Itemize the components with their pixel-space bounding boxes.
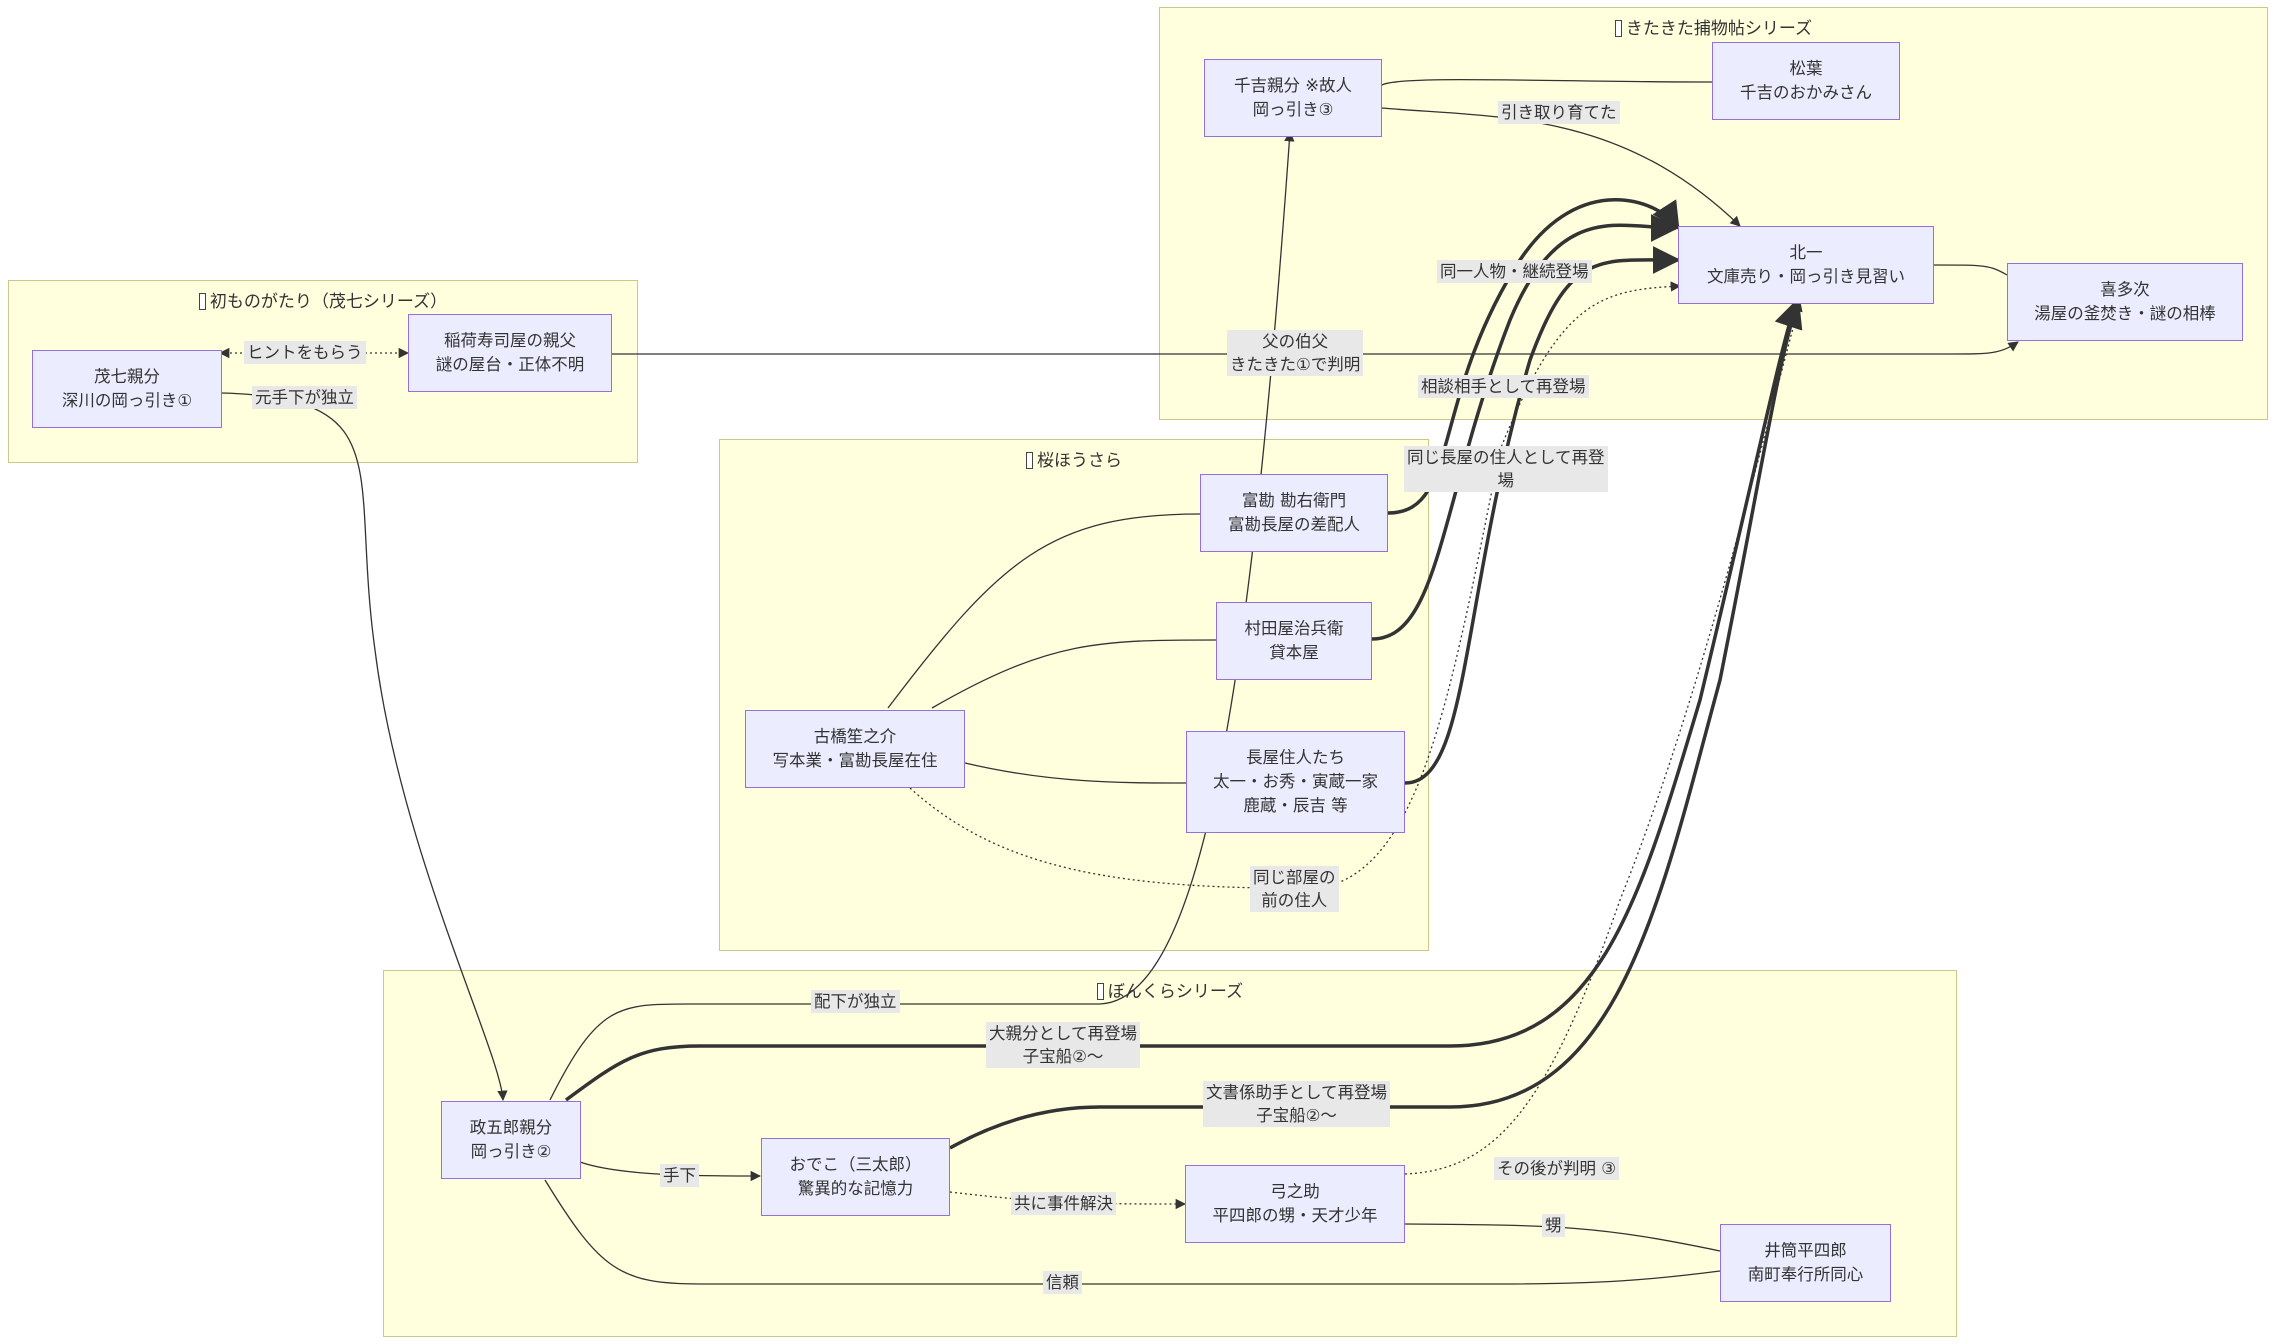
node-line: 貸本屋 [1269,643,1319,662]
node-line: 千吉親分 ※故人 [1233,76,1353,95]
edge-oi [1404,1223,1721,1252]
cluster-glyph-icon [1096,983,1104,1000]
cluster-title: 初ものがたり（茂七シリーズ） [209,292,448,312]
edge-label-bunsho: 文書係助手として再登場 子宝船②〜 [1203,1081,1391,1127]
cluster-glyph-icon [1614,20,1622,37]
node-line: 井筒平四郎 [1764,1241,1847,1260]
edge-label-doitsu: 同一人物・継続登場 [1437,260,1592,283]
node-line: 鹿蔵・辰吉 等 [1243,796,1348,815]
edge-kasa-tomikan [887,513,1201,709]
edge-label-ojioya: 父の伯父 きたきた①で判明 [1227,330,1364,376]
edge-tomoni [949,1191,1187,1210]
edge-label-line: 子宝船②〜 [1022,1047,1104,1066]
edge-kitaji [1933,264,2008,276]
node-line: 写本業・富勘長屋在住 [772,751,938,770]
edge-sonogo [1404,300,1803,1175]
edge-label-shinrai: 信頼 [1043,1271,1082,1294]
node-senkichi[interactable]: 千吉親分 ※故人 岡っ引き③ [1204,59,1382,137]
node-line: 喜多次 [2100,280,2150,299]
edge-label-sonogo: その後が判明 ③ [1494,1157,1620,1180]
node-line: 長屋住人たち [1246,748,1345,767]
edge-kasa-nagaya [964,762,1187,784]
edge-motote [221,392,508,1102]
edge-label-hint: ヒントをもらう [244,341,366,364]
node-line: 古橋笙之介 [813,727,897,746]
edge-hikitori [1381,107,1741,227]
node-line: 村田屋治兵衛 [1244,619,1344,638]
edge-label-line: 同じ長屋の住人として再登 [1407,448,1605,467]
node-line: 驚異的な記憶力 [797,1179,914,1198]
edge-soudan [1371,213,1679,641]
edge-label-hikitori: 引き取り育てた [1498,101,1620,124]
edge-shinrai [544,1179,1721,1285]
edge-label-tomoni: 共に事件解決 [1011,1192,1116,1215]
cluster-glyph-icon [1026,452,1033,469]
edge-onaji-heya [909,281,1682,889]
edge-label-line: 同じ部屋の [1253,868,1336,887]
node-kitaichi[interactable]: 北一 文庫売り・岡っ引き見習い [1678,226,1934,304]
node-line: 太一・お秀・寅蔵一家 [1213,772,1378,791]
edge-matsuba [1381,78,1713,86]
node-masagoro[interactable]: 政五郎親分 岡っ引き② [441,1101,581,1179]
node-tomikan[interactable]: 富勘 勘右衛門 富勘長屋の差配人 [1200,474,1388,552]
edge-label-motote: 元手下が独立 [252,386,357,409]
edge-label-line: 大親分として再登場 [989,1024,1138,1043]
edge-label-line: 前の住人 [1261,891,1328,910]
node-line: 稲荷寿司屋の親父 [444,331,576,350]
node-line: 茂七親分 [94,367,160,386]
edge-label-teshita: 手下 [660,1164,699,1187]
cluster-bonkura: ぼんくらシリーズ [383,970,1957,1337]
node-kitaji[interactable]: 喜多次 湯屋の釜焚き・謎の相棒 [2007,263,2243,341]
node-murataya[interactable]: 村田屋治兵衛 貸本屋 [1216,602,1372,680]
edge-kasa-murataya [931,639,1217,709]
node-line: 謎の屋台・正体不明 [435,355,585,374]
edge-label-haika: 配下が独立 [811,990,900,1013]
edge-bunsho [949,299,1803,1150]
node-line: 富勘 勘右衛門 [1241,491,1347,510]
node-heishiro[interactable]: 井筒平四郎 南町奉行所同心 [1720,1224,1891,1302]
edge-ojioya [612,341,2019,355]
node-line: 平四郎の甥・天才少年 [1212,1206,1378,1225]
edge-label-oooyabun: 大親分として再登場 子宝船②〜 [986,1022,1141,1068]
node-line: 政五郎親分 [469,1118,553,1137]
edge-oooyabun [564,299,1802,1102]
edge-label-line: 文書係助手として再登場 [1206,1083,1388,1102]
node-nagaya[interactable]: 長屋住人たち 太一・お秀・寅蔵一家 鹿蔵・辰吉 等 [1186,731,1405,833]
node-odeko[interactable]: おでこ（三太郎） 驚異的な記憶力 [761,1138,950,1216]
node-line: 千吉のおかみさん [1740,83,1872,102]
edge-label-line: 子宝船②〜 [1256,1106,1337,1125]
node-line: 富勘長屋の差配人 [1228,515,1360,534]
cluster-title: ぼんくらシリーズ [1107,982,1244,1002]
node-inari[interactable]: 稲荷寿司屋の親父 謎の屋台・正体不明 [408,314,612,392]
edge-label-oi: 甥 [1542,1214,1565,1237]
node-yuminosuke[interactable]: 弓之助 平四郎の甥・天才少年 [1185,1165,1405,1243]
edge-haika [549,130,1295,1101]
node-line: 南町奉行所同心 [1747,1265,1864,1284]
edge-label-line: きたきた①で判明 [1230,355,1361,374]
edge-label-line: 父の伯父 [1262,332,1329,351]
node-line: 松葉 [1789,59,1823,78]
edge-label-line: 場 [1497,471,1515,490]
node-line: 北一 [1789,243,1823,262]
edge-label-onaji-heya: 同じ部屋の 前の住人 [1250,866,1339,912]
node-moshichi[interactable]: 茂七親分 深川の岡っ引き① [32,350,222,428]
node-line: 文庫売り・岡っ引き見習い [1707,267,1905,286]
node-line: 岡っ引き③ [1252,100,1334,119]
node-line: おでこ（三太郎） [789,1155,922,1174]
cluster-title: きたきた捕物帖シリーズ [1625,19,1813,39]
cluster-glyph-icon [198,293,206,310]
node-line: 弓之助 [1270,1182,1320,1201]
cluster-title: 桜ほうさら [1037,451,1122,471]
node-line: 岡っ引き② [470,1142,552,1161]
edge-onaji-nagaya [1404,245,1681,785]
node-line: 深川の岡っ引き① [61,391,193,410]
node-kasanosuke[interactable]: 古橋笙之介 写本業・富勘長屋在住 [745,710,965,788]
node-matsuba[interactable]: 松葉 千吉のおかみさん [1712,42,1900,120]
edge-label-soudan: 相談相手として再登場 [1418,375,1589,398]
edge-label-onaji-nagaya: 同じ長屋の住人として再登 場 [1404,446,1608,492]
node-line: 湯屋の釜焚き・謎の相棒 [2034,304,2216,323]
